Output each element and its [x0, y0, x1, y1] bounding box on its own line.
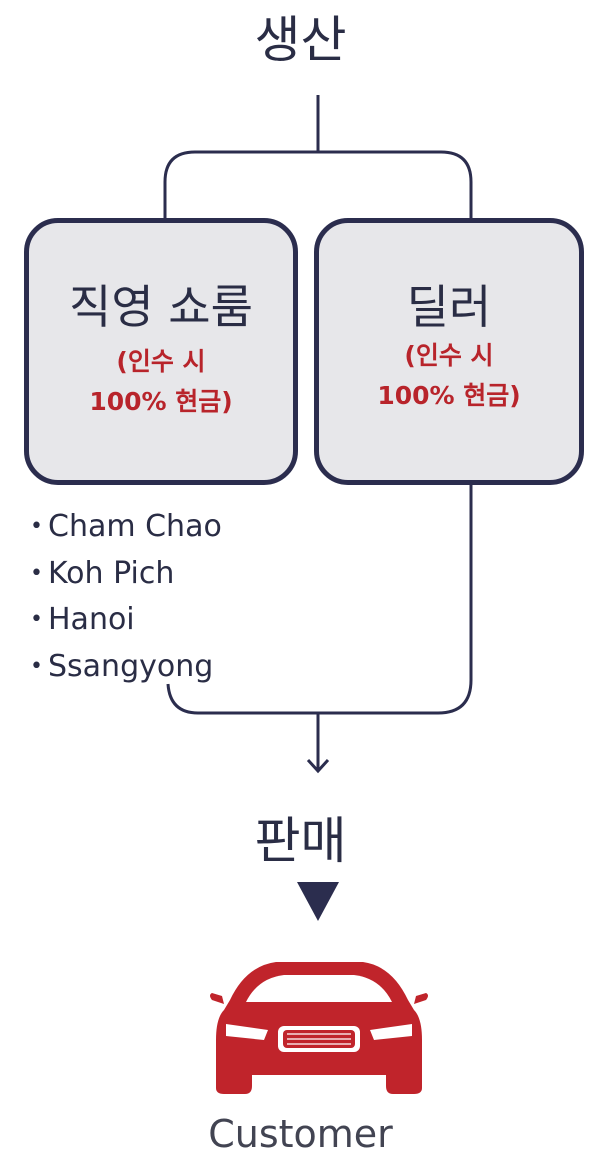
- list-item: •Ssangyong: [30, 644, 222, 691]
- direct-showroom-note-line2: 100% 현금): [89, 387, 233, 416]
- showroom-name: Koh Pich: [48, 555, 175, 591]
- direct-showroom-note-line1: (인수 시: [116, 347, 206, 376]
- list-item: •Koh Pich: [30, 551, 222, 598]
- car-icon: [210, 962, 428, 1094]
- showroom-name: Cham Chao: [48, 509, 222, 544]
- customer-label: Customer: [208, 1112, 393, 1156]
- dealer-title: 딜러: [406, 280, 492, 334]
- showroom-name: Ssangyong: [48, 648, 214, 684]
- bullet-icon: •: [30, 514, 43, 539]
- dealer-note-line1: (인수 시: [404, 341, 494, 370]
- production-title: 생산: [254, 11, 347, 69]
- list-item: •Hanoi: [30, 597, 222, 644]
- triangle-down-icon: [297, 882, 339, 921]
- dealer-box: 딜러 (인수 시 100% 현금): [314, 218, 584, 485]
- direct-showroom-box: 직영 쇼룸 (인수 시 100% 현금): [24, 218, 298, 485]
- showroom-list: •Cham Chao •Koh Pich •Hanoi •Ssangyong: [30, 504, 222, 690]
- sales-title: 판매: [254, 812, 347, 870]
- flow-arrow-head: [306, 758, 330, 774]
- dealer-note-line2: 100% 현금): [377, 381, 521, 410]
- bullet-icon: •: [30, 653, 43, 679]
- bullet-icon: •: [30, 560, 43, 586]
- showroom-name: Hanoi: [48, 602, 135, 637]
- list-item: •Cham Chao: [30, 504, 222, 551]
- bullet-icon: •: [30, 607, 43, 632]
- merge-connector: [166, 485, 473, 715]
- split-connector: [163, 95, 473, 218]
- direct-showroom-title: 직영 쇼룸: [69, 280, 253, 334]
